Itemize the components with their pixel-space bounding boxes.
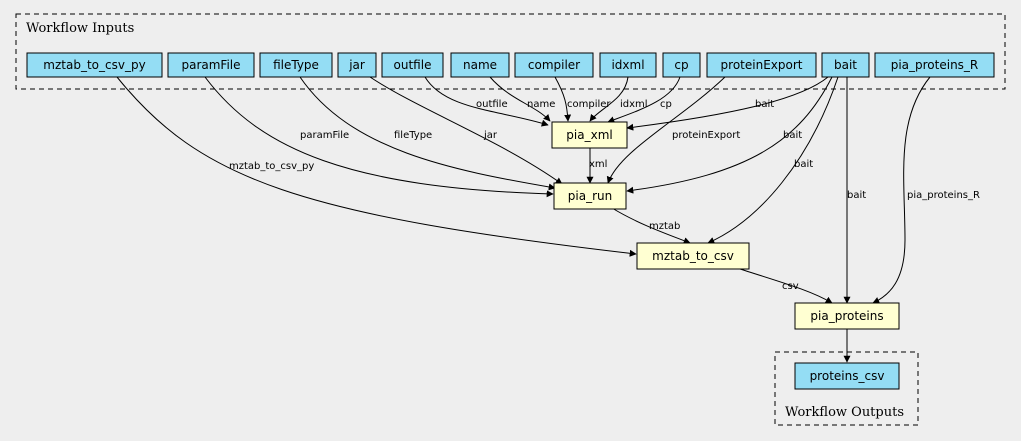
edge-mztab_to_csv-pia_proteins xyxy=(736,267,833,304)
edge-jar-pia_run xyxy=(369,76,563,185)
edge-label-bait-mztab_to_csv: bait xyxy=(794,159,813,170)
node-label: pia_proteins xyxy=(810,309,883,323)
edge-label-compiler: compiler xyxy=(567,99,611,110)
edge-name-pia_xml xyxy=(489,76,551,122)
node-label: name xyxy=(463,58,497,72)
output-nodes: proteins_csv xyxy=(794,362,900,390)
edge-outfile-pia_xml xyxy=(424,76,549,127)
node-label: pia_xml xyxy=(566,128,612,142)
workflow-outputs-label: Workflow Outputs xyxy=(785,405,904,420)
edge-paramFile-pia_run xyxy=(204,76,554,198)
step-node-pia_run[interactable]: pia_run xyxy=(553,182,627,210)
node-label: proteinExport xyxy=(721,58,803,72)
edges xyxy=(116,76,931,363)
node-label: outfile xyxy=(394,58,432,72)
edge-label-name: name xyxy=(527,99,555,110)
input-node-cp[interactable]: cp xyxy=(662,52,701,78)
edge-bait-pia_xml xyxy=(626,76,829,131)
input-node-jar[interactable]: jar xyxy=(337,52,377,78)
edge-cp-pia_xml xyxy=(607,76,681,124)
input-node-name[interactable]: name xyxy=(450,52,510,78)
edge-label-bait-pia_run: bait xyxy=(783,130,802,141)
node-label: mztab_to_csv_py xyxy=(43,58,145,72)
edge-mztab_to_csv_py-mztab_to_csv xyxy=(116,76,637,257)
edge-label-outfile: outfile xyxy=(476,99,508,110)
input-node-idxml[interactable]: idxml xyxy=(599,52,657,78)
input-node-compiler[interactable]: compiler xyxy=(514,52,594,78)
node-label: proteins_csv xyxy=(810,369,885,383)
step-node-pia_xml[interactable]: pia_xml xyxy=(551,121,628,149)
edge-label-csv: csv xyxy=(782,281,799,292)
edge-label-cp: cp xyxy=(660,99,672,110)
node-label: cp xyxy=(674,58,688,72)
workflow-outputs-cluster: Workflow Outputs xyxy=(774,351,919,426)
edge-pia_run-mztab_to_csv xyxy=(611,207,691,244)
node-label: pia_run xyxy=(568,189,612,203)
node-label: pia_proteins_R xyxy=(891,58,979,72)
node-label: compiler xyxy=(528,58,580,72)
edge-bait-mztab_to_csv xyxy=(707,76,839,244)
input-node-bait[interactable]: bait xyxy=(821,52,870,78)
edge-label-pia_proteins_R: pia_proteins_R xyxy=(907,190,980,201)
node-label: paramFile xyxy=(181,58,240,72)
edge-label-proteinExport: proteinExport xyxy=(672,130,740,141)
edge-label-bait-pia_proteins: bait xyxy=(847,190,866,201)
input-node-paramFile[interactable]: paramFile xyxy=(167,52,255,78)
step-node-mztab_to_csv[interactable]: mztab_to_csv xyxy=(636,242,750,270)
input-node-pia_proteins_R[interactable]: pia_proteins_R xyxy=(874,52,995,78)
workflow-inputs-label: Workflow Inputs xyxy=(26,21,134,36)
output-node-proteins_csv[interactable]: proteins_csv xyxy=(794,362,900,390)
node-label: mztab_to_csv xyxy=(652,249,734,263)
node-label: jar xyxy=(348,58,365,72)
edge-label-xml: xml xyxy=(589,159,607,170)
edge-label-bait-pia_xml: bait xyxy=(755,99,774,110)
edge-label-paramFile: paramFile xyxy=(300,130,349,141)
input-nodes: mztab_to_csv_py paramFile fileType jar o… xyxy=(26,52,995,78)
step-node-pia_proteins[interactable]: pia_proteins xyxy=(794,302,900,330)
edge-labels: outfile name compiler idxml cp bait xml … xyxy=(229,99,980,292)
node-label: bait xyxy=(834,58,857,72)
node-label: fileType xyxy=(273,58,319,72)
edge-bait-pia_run xyxy=(626,76,833,194)
edge-label-mztab_to_csv_py: mztab_to_csv_py xyxy=(229,161,314,172)
edge-proteinExport-pia_run xyxy=(606,76,726,184)
input-node-mztab_to_csv_py[interactable]: mztab_to_csv_py xyxy=(26,52,163,78)
edge-label-idxml: idxml xyxy=(620,99,648,110)
step-nodes: pia_xml pia_run mztab_to_csv pia_protein… xyxy=(551,121,900,330)
node-label: idxml xyxy=(611,58,644,72)
input-node-proteinExport[interactable]: proteinExport xyxy=(706,52,817,78)
edge-label-fileType: fileType xyxy=(394,130,432,141)
edge-label-jar: jar xyxy=(483,130,498,141)
edge-label-mztab: mztab xyxy=(649,221,680,232)
edge-pia_proteins_R-pia_proteins xyxy=(872,76,931,304)
workflow-inputs-cluster: Workflow Inputs xyxy=(15,13,1006,90)
input-node-outfile[interactable]: outfile xyxy=(381,52,444,78)
edge-compiler-pia_xml xyxy=(554,76,572,122)
input-node-fileType[interactable]: fileType xyxy=(259,52,333,78)
edge-fileType-pia_run xyxy=(299,76,556,191)
edge-idxml-pia_xml xyxy=(589,76,629,122)
